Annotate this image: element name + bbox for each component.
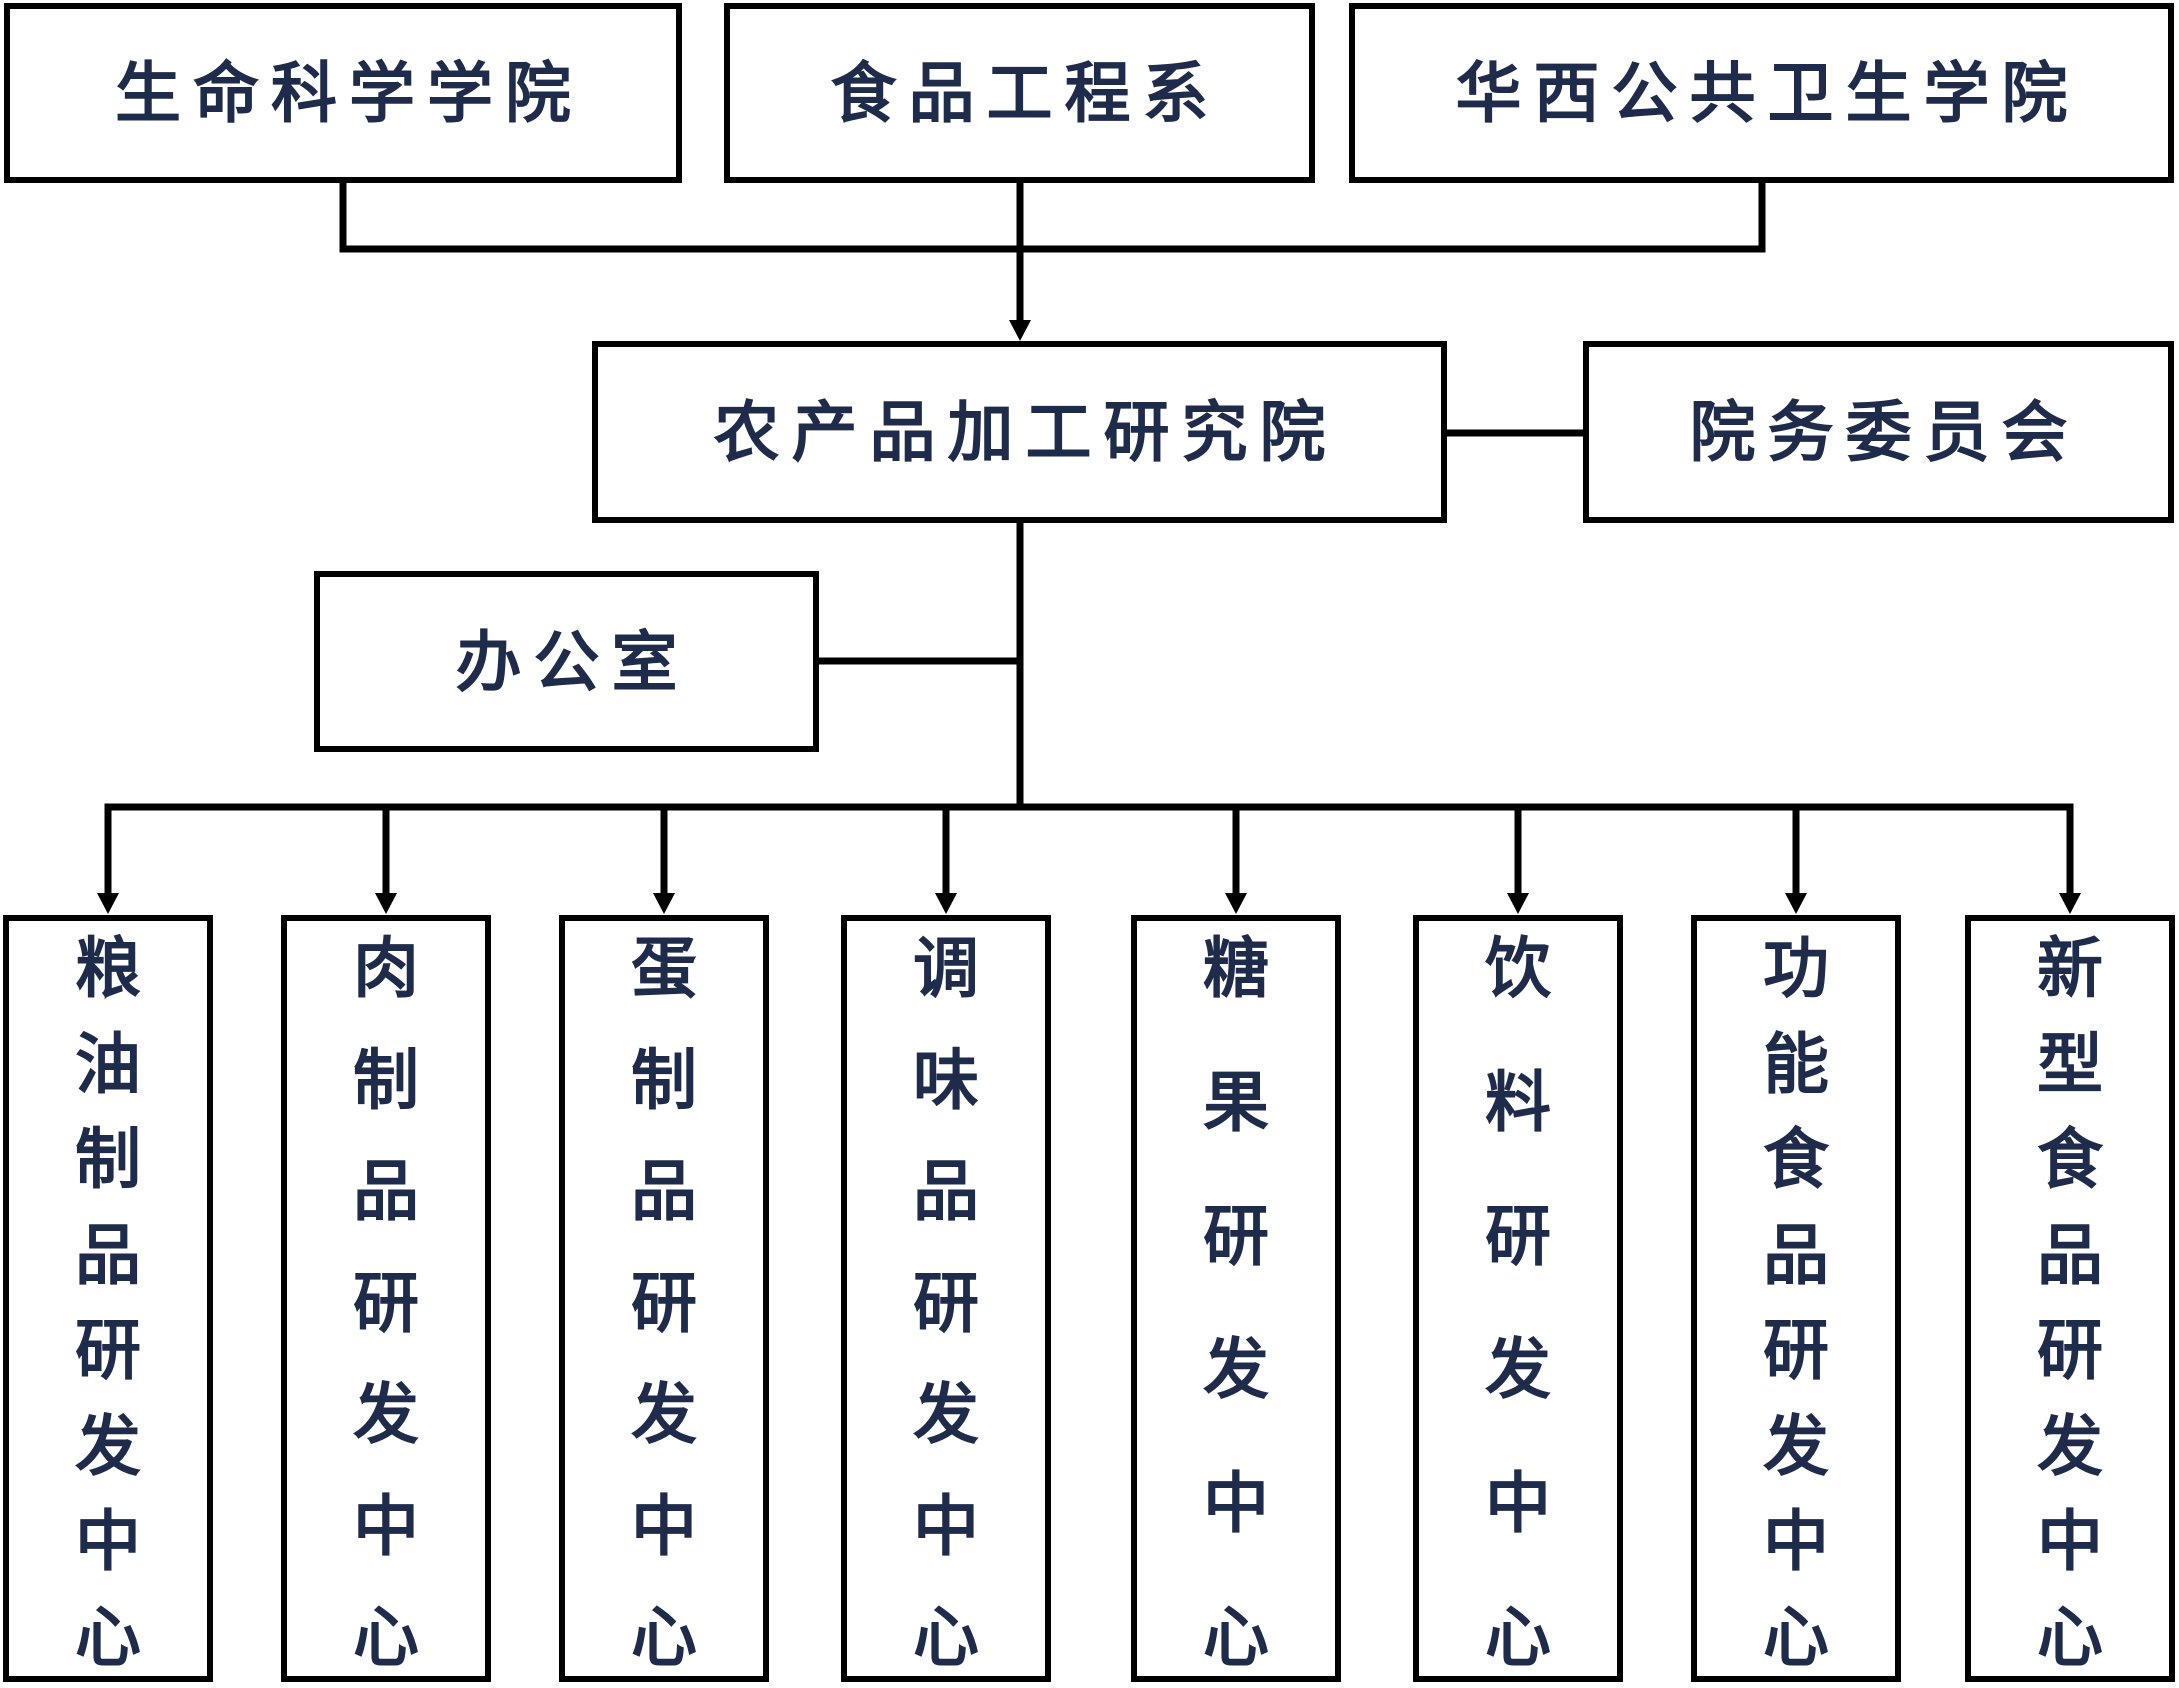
arrowhead-center-2	[375, 893, 397, 914]
box-top-unit-1: 生命科学学院	[4, 3, 682, 183]
center-label-character: 蛋	[631, 929, 697, 1007]
center-label: 肉制品研发中心	[287, 935, 485, 1670]
center-label-character: 发	[1203, 1330, 1269, 1409]
center-label: 蛋制品研发中心	[565, 935, 763, 1670]
center-label-character: 品	[1763, 1215, 1829, 1294]
arrowhead-center-4	[935, 893, 957, 914]
center-label-character: 饮	[1485, 929, 1551, 1007]
center-label-character: 研	[1763, 1311, 1829, 1390]
center-label-character: 品	[353, 1152, 419, 1230]
center-label: 饮料研发中心	[1419, 935, 1617, 1670]
center-label-character: 料	[1485, 1062, 1551, 1141]
center-label-character: 中	[1203, 1464, 1269, 1543]
center-label-character: 肉	[353, 929, 419, 1007]
arrowhead-center-6	[1507, 893, 1529, 914]
center-label-character: 新	[2037, 929, 2103, 1007]
box-committee: 院务委员会	[1583, 341, 2174, 523]
center-label-character: 品	[913, 1152, 979, 1230]
arrowhead-center-1	[97, 893, 119, 914]
top-unit-label: 食品工程系	[830, 54, 1221, 132]
center-label-character: 心	[913, 1598, 979, 1676]
center-label-character: 品	[2037, 1215, 2103, 1294]
center-label: 糖果研发中心	[1137, 935, 1335, 1670]
center-label-character: 研	[913, 1263, 979, 1342]
arrowhead-center-7	[1785, 893, 1807, 914]
connector-top-bracket	[339, 183, 1766, 253]
box-center-6: 饮料研发中心	[1413, 915, 1623, 1682]
center-label: 功能食品研发中心	[1697, 935, 1895, 1670]
center-label-character: 制	[353, 1040, 419, 1119]
center-label-character: 研	[1203, 1196, 1269, 1275]
center-label-character: 发	[353, 1375, 419, 1453]
box-institute: 农产品加工研究院	[592, 341, 1447, 523]
center-label-character: 中	[2037, 1502, 2103, 1581]
top-unit-label: 生命科学学院	[115, 54, 583, 132]
box-center-7: 功能食品研发中心	[1691, 915, 1901, 1682]
center-label-character: 心	[2037, 1597, 2103, 1676]
center-label-character: 糖	[1203, 929, 1269, 1007]
center-label-character: 中	[1763, 1502, 1829, 1581]
box-center-8: 新型食品研发中心	[1965, 915, 2175, 1682]
center-label-character: 油	[75, 1024, 141, 1103]
center-label-character: 发	[75, 1406, 141, 1485]
center-label-character: 中	[631, 1486, 697, 1565]
center-label-character: 心	[1485, 1597, 1551, 1676]
center-label-character: 功	[1763, 929, 1829, 1007]
center-label-character: 中	[75, 1502, 141, 1581]
center-label-character: 食	[1763, 1120, 1829, 1199]
arrowhead-center-3	[653, 893, 675, 914]
center-label-character: 品	[75, 1215, 141, 1294]
center-label-character: 发	[631, 1375, 697, 1453]
center-label-character: 研	[353, 1263, 419, 1342]
center-label-character: 粮	[75, 929, 141, 1007]
center-label-character: 心	[353, 1598, 419, 1676]
center-label-character: 调	[913, 929, 979, 1007]
center-label-character: 心	[1763, 1597, 1829, 1676]
center-label-character: 心	[631, 1598, 697, 1676]
committee-label: 院务委员会	[1689, 393, 2080, 471]
institute-label: 农产品加工研究院	[713, 393, 1338, 471]
box-center-1: 粮油制品研发中心	[3, 915, 213, 1682]
center-label-character: 发	[1763, 1406, 1829, 1485]
box-center-5: 糖果研发中心	[1131, 915, 1341, 1682]
center-label-character: 中	[353, 1486, 419, 1565]
center-label-character: 研	[1485, 1196, 1551, 1275]
center-label-character: 果	[1203, 1062, 1269, 1141]
center-label-character: 型	[2037, 1024, 2103, 1103]
center-label: 调味品研发中心	[847, 935, 1045, 1670]
center-label-character: 心	[1203, 1597, 1269, 1676]
center-label-character: 发	[2037, 1406, 2103, 1485]
center-label: 粮油制品研发中心	[9, 935, 207, 1670]
center-label-character: 能	[1763, 1024, 1829, 1103]
box-top-unit-3: 华西公共卫生学院	[1349, 3, 2174, 183]
box-center-3: 蛋制品研发中心	[559, 915, 769, 1682]
center-label-character: 心	[75, 1597, 141, 1676]
arrowhead-institute	[1009, 320, 1031, 341]
center-label-character: 味	[913, 1040, 979, 1119]
box-top-unit-2: 食品工程系	[724, 3, 1315, 183]
top-unit-label: 华西公共卫生学院	[1455, 54, 2080, 132]
center-label-character: 中	[913, 1486, 979, 1565]
center-label-character: 制	[631, 1040, 697, 1119]
arrowhead-center-8	[2059, 893, 2081, 914]
center-label-character: 发	[913, 1375, 979, 1453]
center-label-character: 品	[631, 1152, 697, 1230]
center-label-character: 研	[631, 1263, 697, 1342]
box-center-4: 调味品研发中心	[841, 915, 1051, 1682]
center-label-character: 研	[75, 1311, 141, 1390]
center-label-character: 食	[2037, 1120, 2103, 1199]
center-label: 新型食品研发中心	[1971, 935, 2169, 1670]
center-label-character: 研	[2037, 1311, 2103, 1390]
box-center-2: 肉制品研发中心	[281, 915, 491, 1682]
center-label-character: 制	[75, 1120, 141, 1199]
office-label: 办公室	[455, 622, 690, 701]
box-office: 办公室	[314, 571, 819, 752]
arrowhead-center-5	[1225, 893, 1247, 914]
center-label-character: 中	[1485, 1464, 1551, 1543]
center-label-character: 发	[1485, 1330, 1551, 1409]
